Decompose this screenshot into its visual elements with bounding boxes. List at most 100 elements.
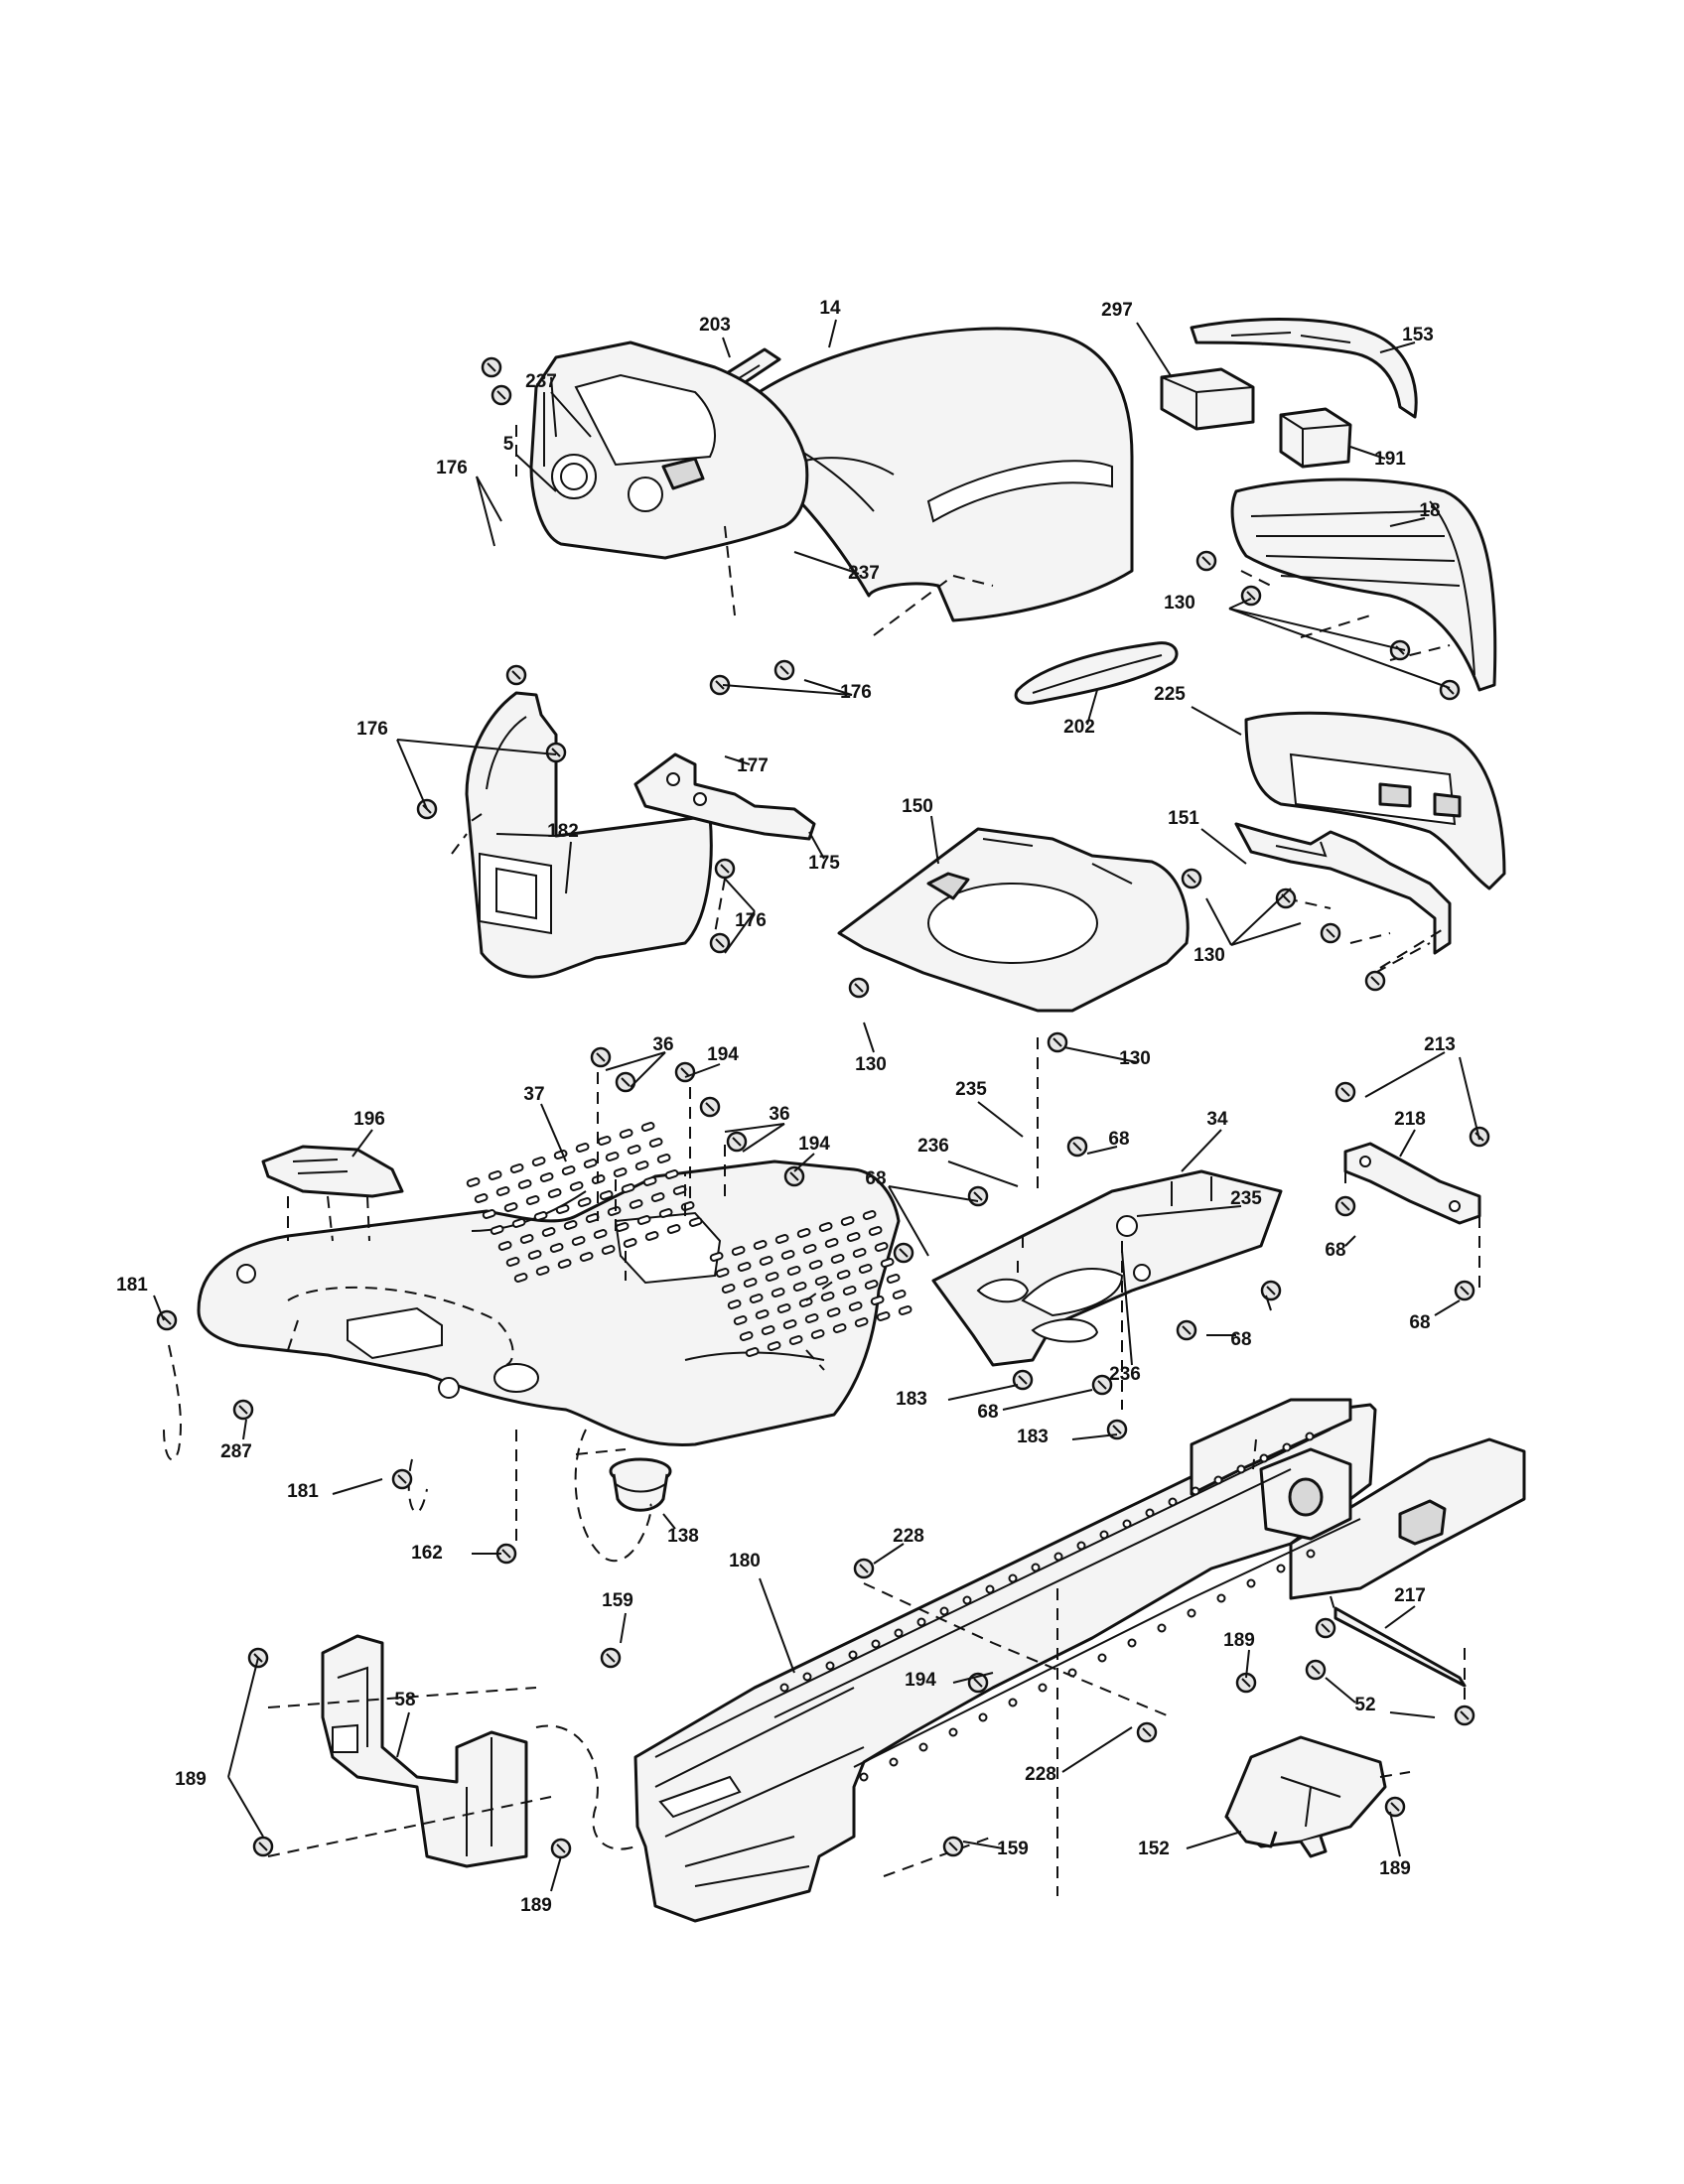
- callout-label: 37: [523, 1084, 544, 1105]
- screw-icon: [714, 858, 736, 880]
- leader-line: [1230, 922, 1302, 946]
- leader-line: [351, 1129, 373, 1158]
- leader-line: [1061, 1726, 1133, 1773]
- leader-line: [1245, 1649, 1250, 1679]
- leader-line: [1228, 608, 1451, 689]
- callout-label: 130: [1119, 1048, 1151, 1069]
- callout-label: 194: [707, 1044, 739, 1065]
- screw-icon: [1275, 887, 1297, 909]
- callout-label: 196: [353, 1109, 385, 1130]
- leader-line: [1230, 887, 1292, 946]
- screw-icon: [1454, 1705, 1475, 1726]
- leader-line: [630, 1051, 666, 1088]
- callout-label: 159: [602, 1590, 633, 1611]
- callout-label: 130: [1193, 945, 1225, 966]
- leader-line: [1389, 1811, 1401, 1857]
- leader-line: [930, 815, 939, 865]
- screw-icon: [1334, 1195, 1356, 1217]
- bracket-part: [321, 1634, 528, 1868]
- callout-label: 203: [699, 315, 731, 336]
- screw-icon: [545, 742, 567, 763]
- callout-label: 237: [525, 371, 557, 392]
- screw-icon: [783, 1165, 805, 1187]
- callout-label: 228: [1025, 1764, 1056, 1785]
- screw-icon: [1176, 1319, 1197, 1341]
- callout-label: 237: [848, 563, 880, 584]
- leader-line: [803, 679, 853, 696]
- leader-line: [227, 1657, 259, 1778]
- callout-label: 36: [652, 1034, 673, 1055]
- screw-icon: [848, 977, 870, 999]
- callout-label: 189: [175, 1769, 207, 1790]
- leader-line: [952, 1672, 994, 1684]
- callout-label: 68: [1409, 1312, 1430, 1333]
- screw-icon: [1047, 1031, 1068, 1053]
- screw-icon: [674, 1061, 696, 1083]
- screw-icon: [1260, 1280, 1282, 1301]
- screw-icon: [709, 932, 731, 954]
- callout-label: 225: [1154, 684, 1186, 705]
- leader-line: [1389, 517, 1426, 527]
- callout-label: 177: [737, 755, 769, 776]
- callout-label: 176: [840, 682, 872, 703]
- callout-label: 217: [1394, 1585, 1426, 1606]
- screw-icon: [600, 1647, 622, 1669]
- leader-line: [724, 878, 756, 912]
- callout-label: 68: [1325, 1240, 1345, 1261]
- leader-line: [1349, 446, 1386, 460]
- screw-icon: [726, 1131, 748, 1153]
- callout-label: 194: [905, 1670, 936, 1691]
- callout-label: 182: [547, 821, 579, 842]
- callout-label: 194: [798, 1134, 830, 1155]
- screw-icon: [942, 1836, 964, 1857]
- leader-line: [808, 831, 825, 860]
- leader-line: [962, 1841, 1004, 1849]
- callout-label: 162: [411, 1543, 443, 1564]
- callout-label: 153: [1402, 325, 1434, 345]
- leader-line: [476, 476, 502, 522]
- callout-label: 176: [436, 458, 468, 478]
- leader-line: [1136, 1205, 1242, 1217]
- callout-label: 36: [769, 1104, 789, 1125]
- leader-line: [396, 739, 428, 810]
- leader-line: [828, 319, 837, 348]
- callout-label: 176: [735, 910, 767, 931]
- screw-icon: [252, 1836, 274, 1857]
- bracket-part: [1234, 822, 1452, 955]
- leader-line: [724, 755, 751, 765]
- callout-label: 34: [1206, 1109, 1228, 1130]
- callout-label: 18: [1419, 500, 1440, 521]
- leader-line: [888, 1185, 979, 1202]
- callout-label: 52: [1354, 1695, 1375, 1715]
- callout-label: 287: [220, 1441, 252, 1462]
- screw-icon: [1384, 1796, 1406, 1818]
- leader-line: [476, 476, 495, 547]
- leader-line: [793, 1153, 815, 1172]
- leader-line: [1379, 341, 1416, 353]
- leader-line: [1181, 1129, 1222, 1172]
- callout-label: 150: [902, 796, 933, 817]
- screw-icon: [1439, 679, 1461, 701]
- callout-label: 235: [955, 1079, 987, 1100]
- callout-label: 68: [865, 1168, 886, 1189]
- callout-label: 68: [1108, 1129, 1129, 1150]
- callout-label: 183: [1017, 1427, 1049, 1447]
- callout-label: 228: [893, 1526, 924, 1547]
- screw-icon: [1364, 970, 1386, 992]
- leader-line: [1200, 828, 1247, 865]
- leader-line: [1344, 1235, 1356, 1247]
- callout-label: 5: [503, 434, 514, 455]
- leader-line: [873, 1543, 905, 1565]
- leader-line: [662, 1513, 676, 1530]
- leader-line: [227, 1776, 264, 1838]
- screw-icon: [232, 1399, 254, 1421]
- shroud-part: [465, 691, 713, 979]
- screw-icon: [893, 1242, 914, 1264]
- leader-line: [1121, 1250, 1133, 1366]
- callout-label: 151: [1168, 808, 1199, 829]
- leader-line: [724, 910, 756, 954]
- leader-line: [1384, 1605, 1416, 1629]
- leader-line: [722, 684, 853, 696]
- leader-line: [742, 1123, 785, 1153]
- frame-holes: [779, 1432, 1316, 1782]
